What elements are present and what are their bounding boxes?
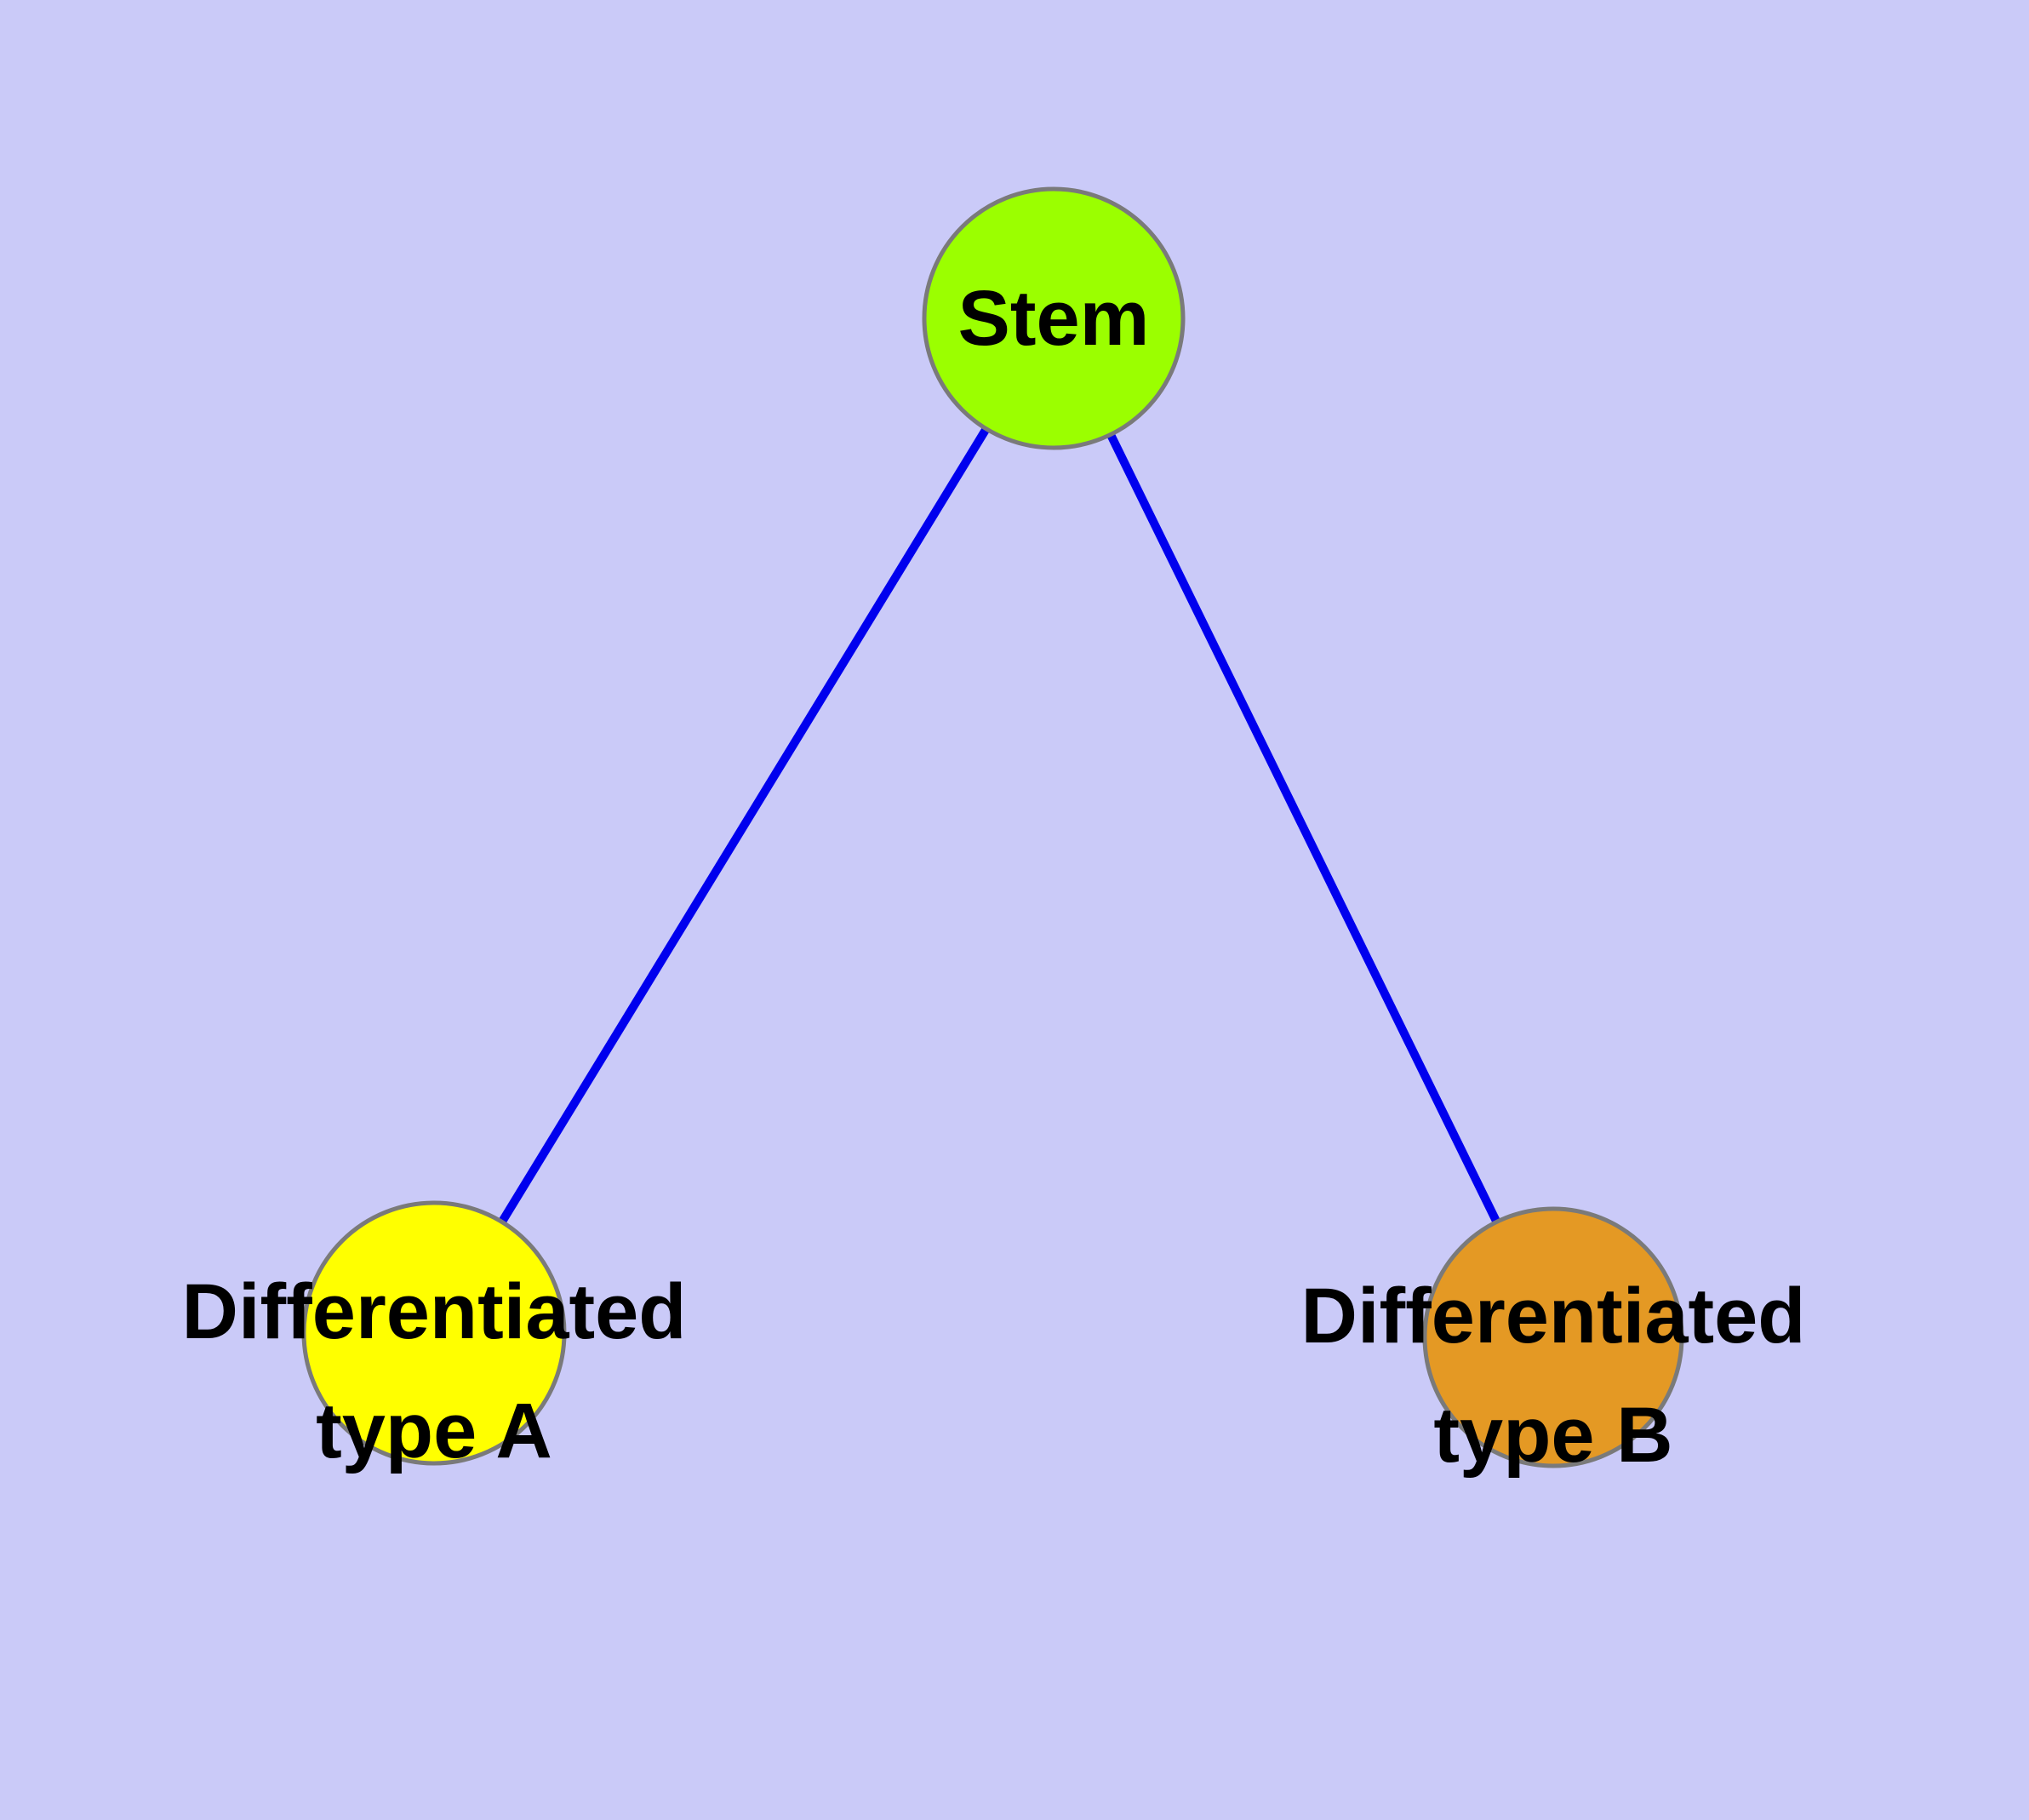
node-label-type-a: Differentiated type A xyxy=(182,1252,687,1491)
nodes-layer xyxy=(301,186,1684,1468)
node-label-line: Stem xyxy=(957,275,1150,362)
node-label-line: Differentiated xyxy=(1300,1273,1806,1359)
edges-layer xyxy=(430,316,1557,1340)
node-circle-type-a xyxy=(301,1200,567,1466)
node-circle-type-b xyxy=(1422,1206,1684,1468)
edge-stem-to-type-b xyxy=(1049,316,1557,1340)
node-label-line: type A xyxy=(316,1388,552,1474)
node-label-line: type B xyxy=(1433,1392,1673,1479)
node-label-stem: Stem xyxy=(958,259,1150,378)
edge-stem-to-type-a xyxy=(430,316,1058,1336)
node-label-type-b: Differentiated type B xyxy=(1301,1256,1806,1495)
node-label-line: Differentiated xyxy=(181,1268,687,1355)
node-circle-stem xyxy=(922,186,1186,450)
